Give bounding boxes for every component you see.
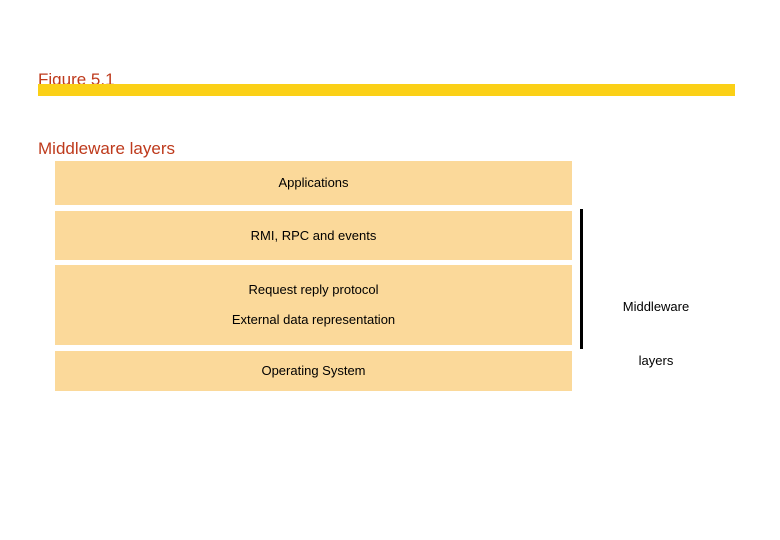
middleware-bracket-label: Middleware layers [596, 262, 716, 406]
layer-label-operating-system: Operating System [261, 363, 366, 378]
layer-box-operating-system: Operating System [55, 351, 572, 391]
middleware-bracket-line [580, 209, 583, 349]
title-divider-rule [38, 84, 735, 96]
layer-label-applications: Applications [278, 175, 349, 190]
page-title-line-2: Middleware layers [38, 139, 175, 158]
layer-box-request-reply-and-external-data: Request reply protocol External data rep… [55, 265, 572, 345]
middleware-bracket-label-line-1: Middleware [622, 299, 690, 314]
layer-label-request-reply-protocol: Request reply protocol [248, 282, 379, 298]
layer-box-rmi-rpc-and-events: RMI, RPC and events [55, 211, 572, 260]
layer-box-applications: Applications [55, 161, 572, 205]
layer-label-rmi-rpc-and-events: RMI, RPC and events [250, 227, 377, 243]
middleware-bracket-label-line-2: layers [638, 353, 674, 368]
layer-label-external-data-representation: External data representation [231, 311, 396, 327]
